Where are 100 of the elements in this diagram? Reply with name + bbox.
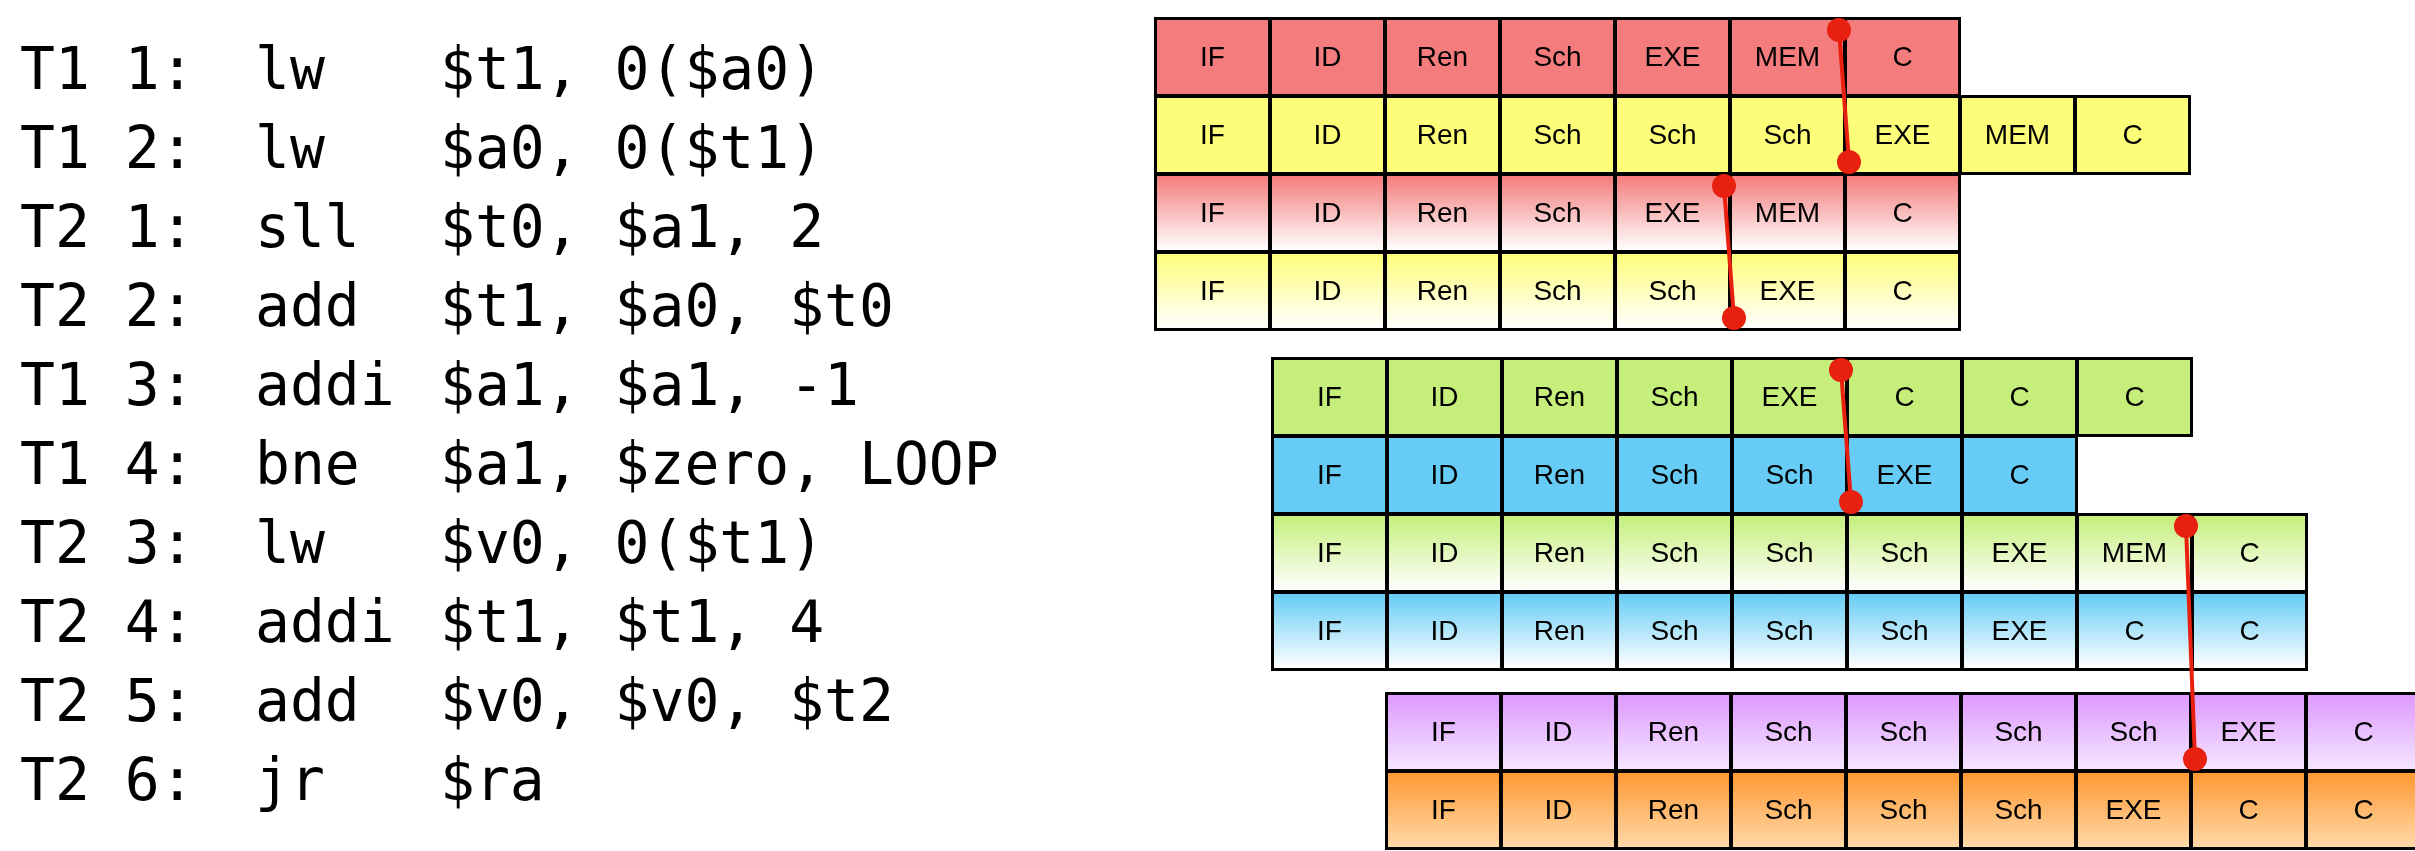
pipeline-stage-cell: Sch <box>1730 96 1845 174</box>
pipeline-stage-cell: C <box>1962 436 2077 514</box>
pipeline-stage-cell: IF <box>1155 252 1270 330</box>
pipeline-stage-cell: EXE <box>1615 18 1730 96</box>
pipeline-stage-cell: Ren <box>1385 96 1500 174</box>
operands: $v0, $v0, $t2 <box>440 666 894 737</box>
thread-instruction-number: T2 1: <box>20 192 195 263</box>
opcode: jr <box>255 745 325 816</box>
pipeline-stage-cell: Sch <box>1617 436 1732 514</box>
pipeline-stage-cell: Sch <box>1732 436 1847 514</box>
pipeline-stage-cell: Sch <box>1500 18 1615 96</box>
pipeline-stage-cell: Ren <box>1502 358 1617 436</box>
pipeline-stage-cell: Sch <box>1615 252 1730 330</box>
pipeline-stage-cell: Sch <box>1847 514 1962 592</box>
operands: $a1, $zero, LOOP <box>440 429 999 500</box>
pipeline-stage-cell: ID <box>1501 771 1616 849</box>
pipeline-stage-cell: C <box>2191 771 2306 849</box>
pipeline-stage-cell: C <box>1847 358 1962 436</box>
pipeline-stage-cell: Ren <box>1385 18 1500 96</box>
pipeline-stage-cell: EXE <box>1962 592 2077 670</box>
pipeline-stage-cell: ID <box>1387 592 1502 670</box>
pipeline-stage-cell: ID <box>1270 252 1385 330</box>
operands: $ra <box>440 745 545 816</box>
pipeline-stage-cell: Ren <box>1616 771 1731 849</box>
opcode: add <box>255 666 360 737</box>
opcode: add <box>255 271 360 342</box>
opcode: addi <box>255 587 395 658</box>
pipeline-stage-cell: Sch <box>1846 693 1961 771</box>
pipeline-stage-cell: ID <box>1387 358 1502 436</box>
pipeline-stage-cell: Sch <box>1847 592 1962 670</box>
thread-instruction-number: T2 3: <box>20 508 195 579</box>
thread-instruction-number: T2 5: <box>20 666 195 737</box>
operands: $t0, $a1, 2 <box>440 192 825 263</box>
pipeline-stage-cell: C <box>1962 358 2077 436</box>
opcode: sll <box>255 192 360 263</box>
pipeline-stage-cell: Sch <box>1617 592 1732 670</box>
pipeline-stage-cell: Sch <box>2076 693 2191 771</box>
pipeline-stage-cell: MEM <box>1730 174 1845 252</box>
pipeline-stage-cell: Ren <box>1502 514 1617 592</box>
pipeline-stage-cell: Sch <box>1500 252 1615 330</box>
pipeline-stage-cell: C <box>2077 358 2192 436</box>
pipeline-stage-cell: Sch <box>1731 771 1846 849</box>
pipeline-stage-cell: IF <box>1386 771 1501 849</box>
thread-instruction-number: T1 1: <box>20 34 195 105</box>
pipeline-stage-cell: Sch <box>1961 771 2076 849</box>
pipeline-stage-cell: Ren <box>1385 252 1500 330</box>
opcode: bne <box>255 429 360 500</box>
pipeline-stage-cell: ID <box>1270 18 1385 96</box>
pipeline-stage-cell: ID <box>1270 96 1385 174</box>
dependency-line <box>2174 514 2207 771</box>
opcode: lw <box>255 113 325 184</box>
thread-instruction-number: T1 2: <box>20 113 195 184</box>
pipeline-stage-cell: Sch <box>1500 96 1615 174</box>
pipeline-stage-cell: IF <box>1386 693 1501 771</box>
opcode: addi <box>255 350 395 421</box>
pipeline-stage-cell: Ren <box>1502 592 1617 670</box>
pipeline-stage-cell: C <box>2306 771 2415 849</box>
pipeline-stage-cell: Ren <box>1616 693 1731 771</box>
pipeline-stage-cell: C <box>1845 252 1960 330</box>
thread-instruction-number: T2 2: <box>20 271 195 342</box>
pipeline-stage-cell: C <box>1845 18 1960 96</box>
pipeline-stage-cell: ID <box>1270 174 1385 252</box>
pipeline-stage-cell: Sch <box>1732 592 1847 670</box>
dependency-line <box>1712 174 1746 330</box>
opcode: lw <box>255 508 325 579</box>
pipeline-stage-cell: Sch <box>1846 771 1961 849</box>
pipeline-stage-cell: C <box>2077 592 2192 670</box>
pipeline-stage-cell: ID <box>1387 436 1502 514</box>
pipeline-stage-cell: C <box>2192 514 2307 592</box>
pipeline-stage-cell: IF <box>1272 436 1387 514</box>
thread-instruction-number: T1 4: <box>20 429 195 500</box>
pipeline-stage-cell: Sch <box>1500 174 1615 252</box>
operands: $a1, $a1, -1 <box>440 350 860 421</box>
pipeline-stage-cell: IF <box>1155 174 1270 252</box>
pipeline-stage-cell: C <box>1845 174 1960 252</box>
pipeline-stage-cell: EXE <box>1962 514 2077 592</box>
pipeline-stage-cell: C <box>2306 693 2415 771</box>
pipeline-stage-cell: C <box>2075 96 2190 174</box>
operands: $a0, 0($t1) <box>440 113 825 184</box>
thread-instruction-number: T1 3: <box>20 350 195 421</box>
pipeline-stage-cell: MEM <box>1960 96 2075 174</box>
operands: $t1, $a0, $t0 <box>440 271 894 342</box>
thread-instruction-number: T2 6: <box>20 745 195 816</box>
pipeline-stage-cell: EXE <box>2076 771 2191 849</box>
pipeline-stage-cell: Sch <box>1731 693 1846 771</box>
dependency-line <box>1829 358 1863 514</box>
pipeline-stage-cell: Ren <box>1502 436 1617 514</box>
pipeline-stage-cell: IF <box>1272 514 1387 592</box>
pipeline-stage-cell: C <box>2192 592 2307 670</box>
operands: $t1, $t1, 4 <box>440 587 825 658</box>
thread-instruction-number: T2 4: <box>20 587 195 658</box>
dependency-line <box>1827 18 1861 174</box>
pipeline-stage-cell: Sch <box>1617 358 1732 436</box>
pipeline-stage-cell: IF <box>1155 96 1270 174</box>
pipeline-stage-cell: IF <box>1272 592 1387 670</box>
operands: $t1, 0($a0) <box>440 34 825 105</box>
pipeline-stage-cell: ID <box>1387 514 1502 592</box>
pipeline-stage-cell: Sch <box>1732 514 1847 592</box>
pipeline-stage-cell: Sch <box>1615 96 1730 174</box>
operands: $v0, 0($t1) <box>440 508 825 579</box>
